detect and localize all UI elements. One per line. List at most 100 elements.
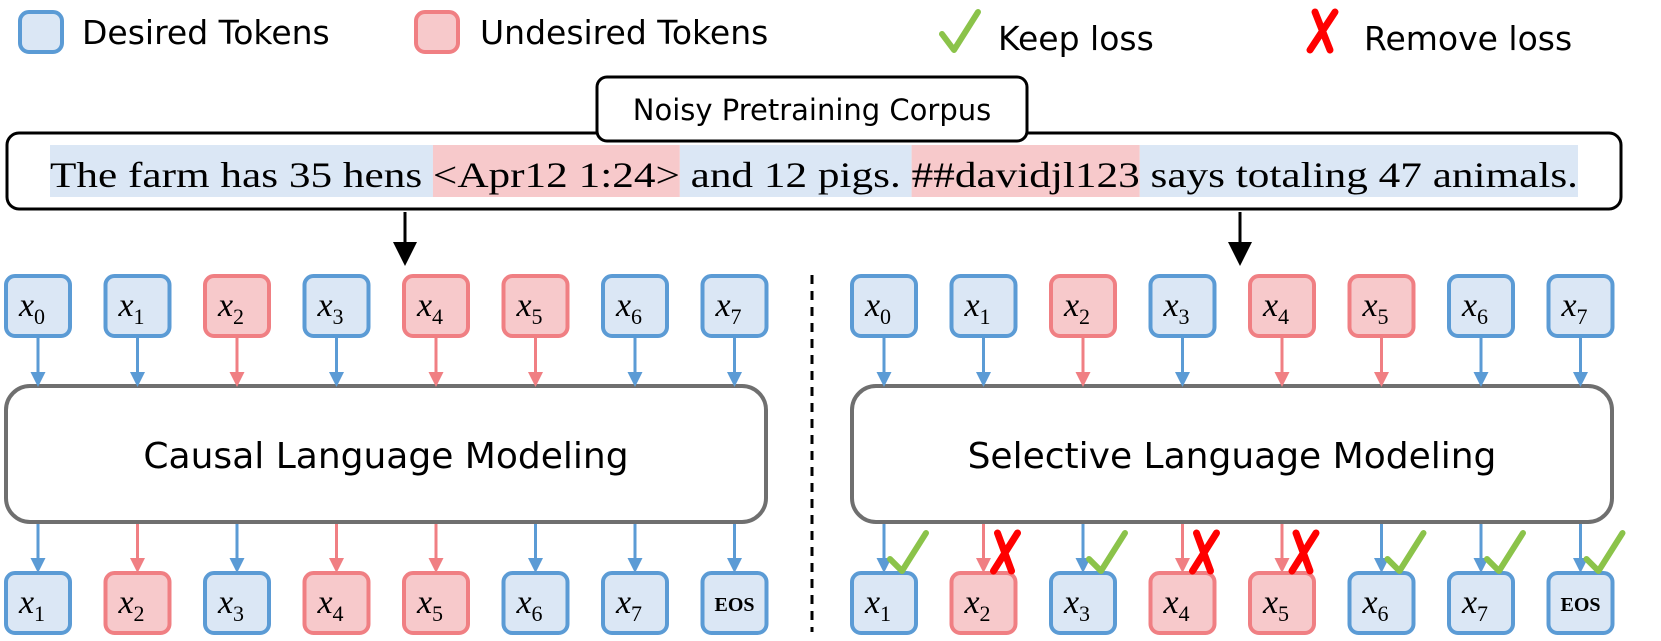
input-token-x5: x5 — [1347, 274, 1416, 338]
corpus-title: Noisy Pretraining Corpus — [633, 93, 991, 127]
legend-undesired: Undesired Tokens — [414, 10, 768, 54]
token-box — [1347, 274, 1416, 338]
token-label: x0 — [864, 287, 891, 329]
input-token-x1: x1 — [949, 274, 1018, 338]
corpus-segment-desired: The farm has 35 hens — [50, 155, 433, 195]
cross-icon — [990, 529, 1021, 575]
output-token-x3: x3 — [203, 571, 271, 635]
token-subscript: 6 — [532, 601, 543, 626]
output-token-x6: x6 — [1347, 571, 1416, 635]
token-box — [601, 571, 669, 635]
token-base: x — [1063, 584, 1079, 621]
token-label: x2 — [117, 584, 144, 626]
token-subscript: 7 — [631, 601, 642, 626]
token-subscript: 6 — [1378, 601, 1389, 626]
legend-desired-swatch — [18, 10, 64, 54]
token-box — [949, 571, 1018, 635]
token-label: x6 — [515, 584, 542, 626]
token-subscript: 0 — [880, 304, 891, 329]
token-base: x — [117, 584, 133, 621]
token-box — [1248, 274, 1316, 338]
input-token-x7: x7 — [700, 274, 769, 338]
token-box — [1546, 571, 1615, 635]
token-base: x — [1262, 584, 1278, 621]
token-subscript: 7 — [1577, 304, 1588, 329]
token-label: x4 — [316, 584, 343, 626]
check-icon — [1384, 530, 1427, 574]
cross-icon — [1288, 529, 1320, 575]
token-base: x — [1461, 584, 1477, 621]
input-token-x4: x4 — [1248, 274, 1316, 338]
token-base: x — [963, 584, 979, 621]
token-base: x — [864, 287, 880, 324]
token-subscript: 1 — [134, 304, 145, 329]
token-base: x — [1162, 584, 1178, 621]
output-token-x5: x5 — [402, 571, 470, 635]
token-base: x — [416, 584, 432, 621]
token-box — [4, 571, 72, 635]
token-base: x — [1262, 287, 1278, 324]
model-label: Selective Language Modeling — [968, 436, 1497, 477]
token-label: x7 — [615, 584, 642, 626]
input-token-x1: x1 — [103, 274, 172, 338]
token-box — [1447, 571, 1515, 635]
token-label: x1 — [117, 287, 144, 329]
token-box — [601, 274, 669, 338]
token-base: x — [1560, 287, 1576, 324]
token-subscript: 2 — [1079, 304, 1090, 329]
token-base: x — [1361, 287, 1377, 324]
token-box — [501, 274, 570, 338]
token-subscript: 1 — [880, 601, 891, 626]
token-subscript: 4 — [333, 601, 344, 626]
token-base: x — [615, 287, 631, 324]
token-base: x — [515, 584, 531, 621]
token-box — [1148, 274, 1217, 338]
token-label: x6 — [1461, 287, 1488, 329]
corpus-segment-desired: says totaling 47 animals. — [1140, 155, 1578, 195]
token-box — [1049, 274, 1117, 338]
input-token-x6: x6 — [601, 274, 669, 338]
token-label: x4 — [1262, 287, 1289, 329]
cross-icon — [1306, 8, 1339, 54]
token-box — [1546, 274, 1615, 338]
token-label: x5 — [1262, 584, 1289, 626]
input-token-x0: x0 — [850, 274, 918, 338]
token-box — [1447, 274, 1515, 338]
output-token-x4: x4 — [1148, 571, 1217, 635]
token-box — [1148, 571, 1217, 635]
check-icon — [1583, 530, 1626, 574]
token-box — [1049, 571, 1117, 635]
token-base: x — [714, 287, 730, 324]
corpus-highlight-undesired — [432, 145, 680, 197]
token-label: x5 — [515, 287, 542, 329]
token-box — [850, 274, 918, 338]
token-label: x7 — [714, 287, 741, 329]
token-base: x — [615, 584, 631, 621]
token-label: x3 — [1063, 584, 1090, 626]
token-box — [103, 571, 172, 635]
token-base: x — [416, 287, 432, 324]
check-icon — [1484, 530, 1526, 574]
corpus-arrowhead-right — [1228, 242, 1252, 266]
token-box — [949, 274, 1018, 338]
input-token-x6: x6 — [1447, 274, 1515, 338]
corpus-segment-undesired: <Apr12 1:24> — [433, 155, 680, 195]
check-icon — [1086, 530, 1128, 574]
legend: Desired Tokens Undesired Tokens Keep los… — [18, 8, 1572, 58]
corpus-highlights — [50, 145, 1578, 197]
token-box — [1248, 571, 1316, 635]
token-subscript: 7 — [1477, 601, 1488, 626]
token-subscript: 0 — [34, 304, 45, 329]
token-subscript: 1 — [980, 304, 991, 329]
input-token-x4: x4 — [402, 274, 470, 338]
token-box — [4, 274, 72, 338]
model-label: Causal Language Modeling — [143, 436, 628, 477]
output-token-x4: x4 — [302, 571, 371, 635]
token-label: x3 — [316, 287, 343, 329]
token-base: x — [117, 287, 133, 324]
corpus-segment-desired: and 12 pigs. — [680, 155, 912, 195]
output-token-x7: x7 — [1447, 571, 1515, 635]
legend-undesired-swatch — [414, 10, 460, 54]
model-box — [4, 384, 768, 524]
